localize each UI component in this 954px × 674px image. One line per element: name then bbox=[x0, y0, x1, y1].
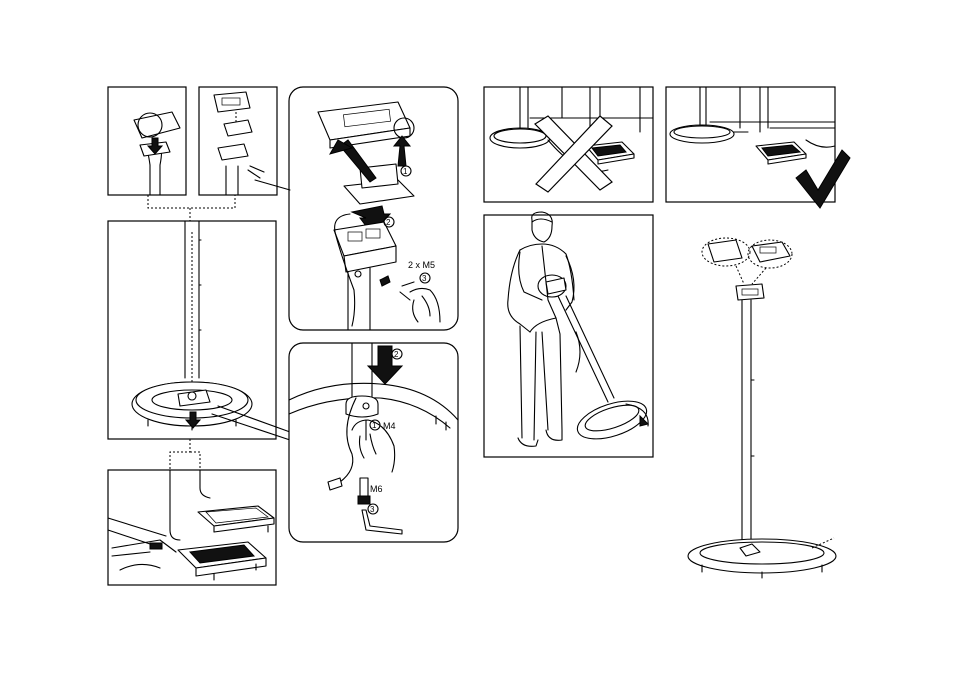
panel-platform-placement bbox=[108, 470, 276, 585]
panel-display-removal-small bbox=[108, 87, 186, 195]
assembled-stand bbox=[688, 238, 836, 578]
step-marker-2: 2 bbox=[386, 218, 391, 227]
step-marker-1: 1 bbox=[403, 167, 408, 176]
step-marker-3: 3 bbox=[422, 274, 427, 283]
panel-bracket-small bbox=[199, 87, 277, 195]
panel-column-fixing: 2 1 M4 M6 3 bbox=[289, 343, 458, 542]
panel-carrying-scale bbox=[484, 212, 653, 457]
panel-incorrect-placement bbox=[484, 87, 653, 202]
panel-connector bbox=[148, 195, 235, 208]
screw-label-m5: 2 x M5 bbox=[408, 260, 435, 270]
step-marker-2: 2 bbox=[394, 350, 399, 359]
screw-label-m6: M6 bbox=[370, 484, 383, 494]
panel-correct-placement bbox=[666, 87, 850, 208]
panel-display-mounting: 1 2 3 2 x M5 bbox=[289, 87, 458, 330]
step-marker-3: 3 bbox=[370, 505, 375, 514]
step-marker-1: 1 bbox=[372, 421, 377, 430]
panel-column-on-base bbox=[108, 221, 276, 439]
panel-connector bbox=[170, 439, 200, 470]
screw-label-m4: M4 bbox=[383, 421, 396, 431]
